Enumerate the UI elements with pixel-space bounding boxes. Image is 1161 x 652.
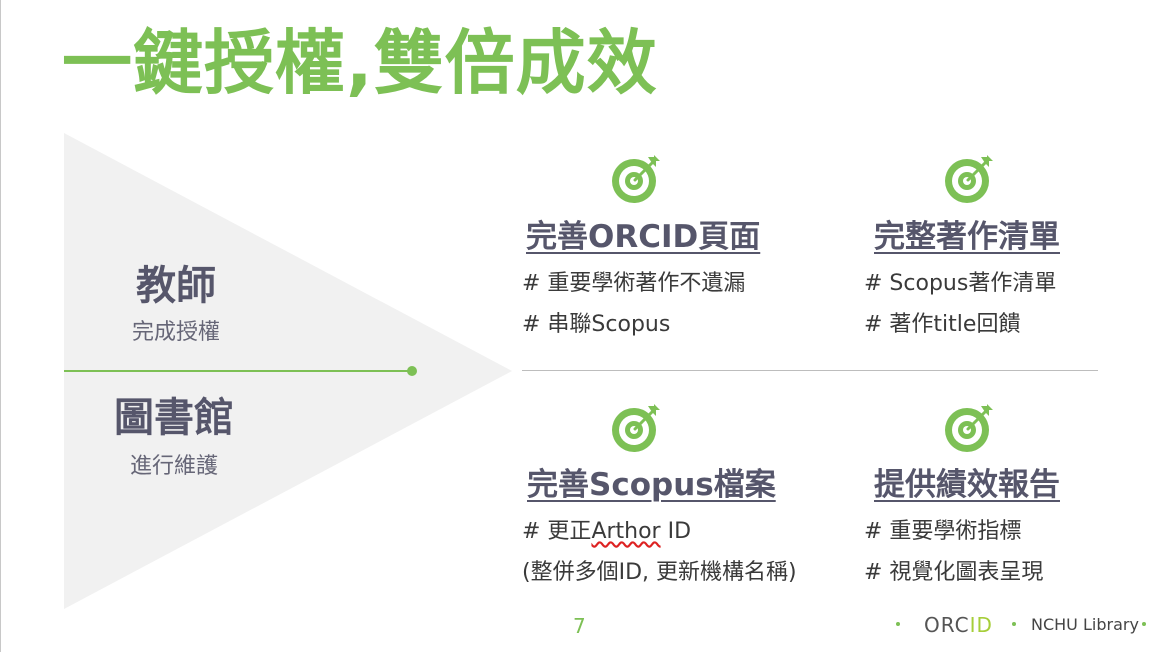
orcid-logo: ORCID [924,613,993,637]
card-item-author-id: # 更正Arthor ID [522,518,691,546]
target-icon [612,404,660,452]
card-item-suffix: ID [660,519,692,544]
target-icon [612,155,660,203]
card-title-scopus-profile: 完善Scopus檔案 [527,467,776,503]
role-library-action: 進行維護 [129,454,218,479]
divider-line-left [64,370,410,372]
card-title-orcid-page: 完善ORCID頁面 [526,219,761,255]
role-library-name: 圖書館 [114,395,234,441]
target-icon [945,155,993,203]
spellcheck-flagged-word: Arthor [591,519,661,544]
divider-line-right [522,370,1098,371]
role-library: 圖書館 進行維護 [94,394,254,482]
page-number: 7 [573,614,586,638]
target-icon [945,404,993,452]
divider-dot [407,366,417,376]
card-item: # 重要學術指標 [864,519,1022,544]
slide-title: 一鍵授權,雙倍成效 [62,22,658,104]
footer-bullet [1142,622,1146,626]
library-label: NCHU Library [1031,615,1139,634]
role-teacher: 教師 完成授權 [96,262,256,348]
card-item: # 著作title回饋 [864,312,1021,337]
card-item: # Scopus著作清單 [864,271,1057,296]
orcid-logo-suffix: ID [969,613,993,637]
orcid-logo-prefix: ORC [924,613,970,637]
footer-bullet [896,622,900,626]
card-title-publication-list: 完整著作清單 [874,219,1060,255]
card-item-prefix: # 更正 [522,519,592,544]
card-item: # 串聯Scopus [522,312,671,337]
slide-left-border [0,0,1,652]
footer-bullet [1012,622,1016,626]
card-item: # 視覺化圖表呈現 [864,560,1044,585]
role-teacher-action: 完成授權 [131,320,220,345]
card-title-performance-report: 提供績效報告 [874,467,1060,503]
role-teacher-name: 教師 [136,263,216,309]
card-item: (整併多個ID, 更新機構名稱) [522,560,797,585]
card-item: # 重要學術著作不遺漏 [522,271,746,296]
